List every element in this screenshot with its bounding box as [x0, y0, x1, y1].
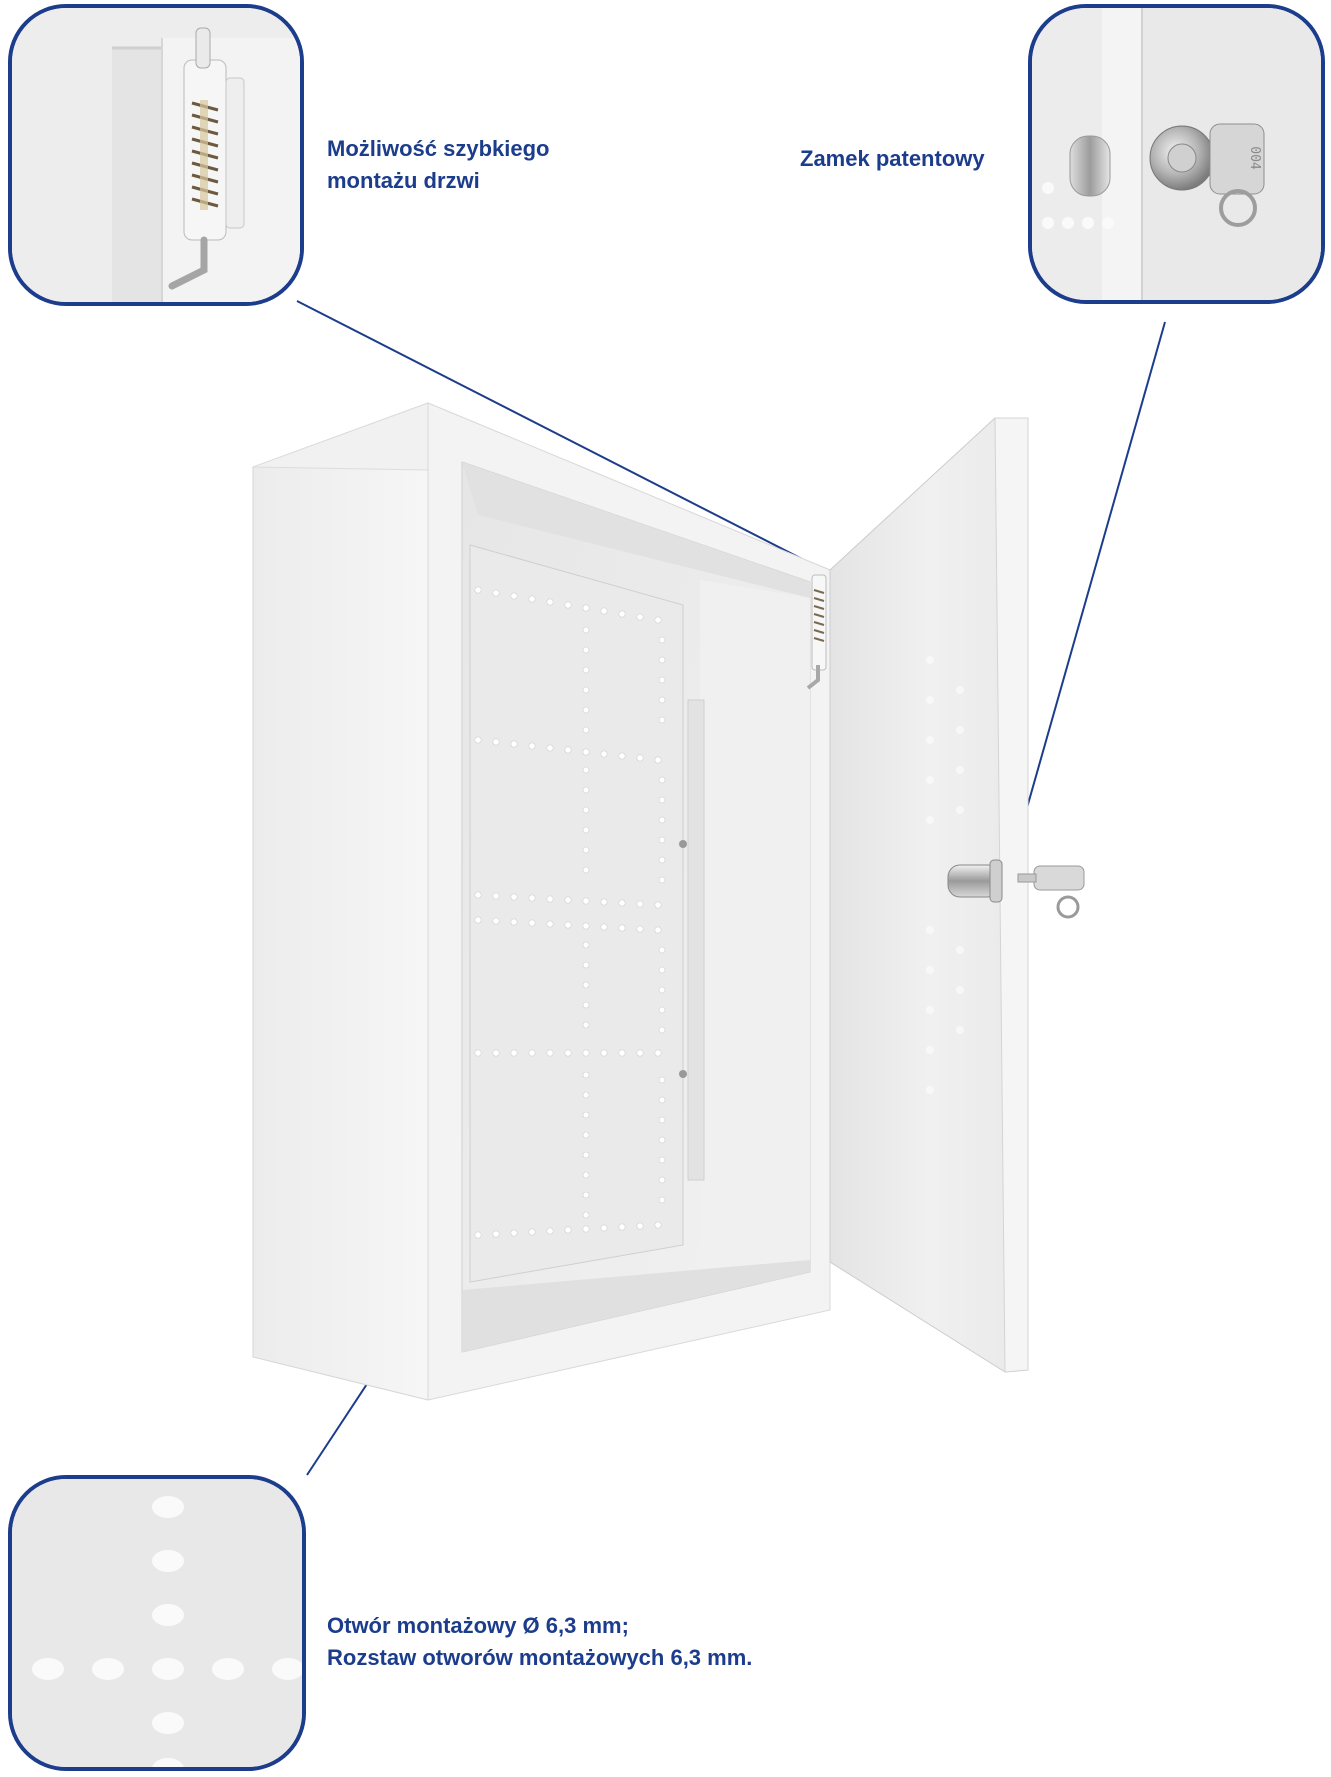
label-mounting-holes-line-1: Otwór montażowy Ø 6,3 mm;	[327, 1613, 629, 1638]
connector-line-door-mount	[296, 300, 809, 563]
inset-door-hinge	[8, 4, 304, 306]
connector-line-lock	[1014, 321, 1166, 851]
inset-lock: 004	[1028, 4, 1325, 304]
label-mounting-holes-line-2: Rozstaw otworów montażowych 6,3 mm.	[327, 1645, 753, 1670]
label-mounting-holes: Otwór montażowy Ø 6,3 mm; Rozstaw otworó…	[327, 1610, 752, 1674]
mounting-holes-closeup-image	[12, 1479, 302, 1767]
label-lock-line-1: Zamek patentowy	[800, 146, 985, 171]
lock-closeup-image: 004	[1032, 8, 1321, 300]
label-door-mount-line-2: montażu drzwi	[327, 168, 480, 193]
key-engraving: 004	[1247, 146, 1262, 170]
inset-mounting-holes	[8, 1475, 306, 1771]
hinge-pin-closeup-image	[12, 8, 300, 302]
label-door-mount: Możliwość szybkiego montażu drzwi	[327, 133, 550, 197]
label-door-mount-line-1: Możliwość szybkiego	[327, 136, 550, 161]
label-lock: Zamek patentowy	[800, 143, 985, 175]
